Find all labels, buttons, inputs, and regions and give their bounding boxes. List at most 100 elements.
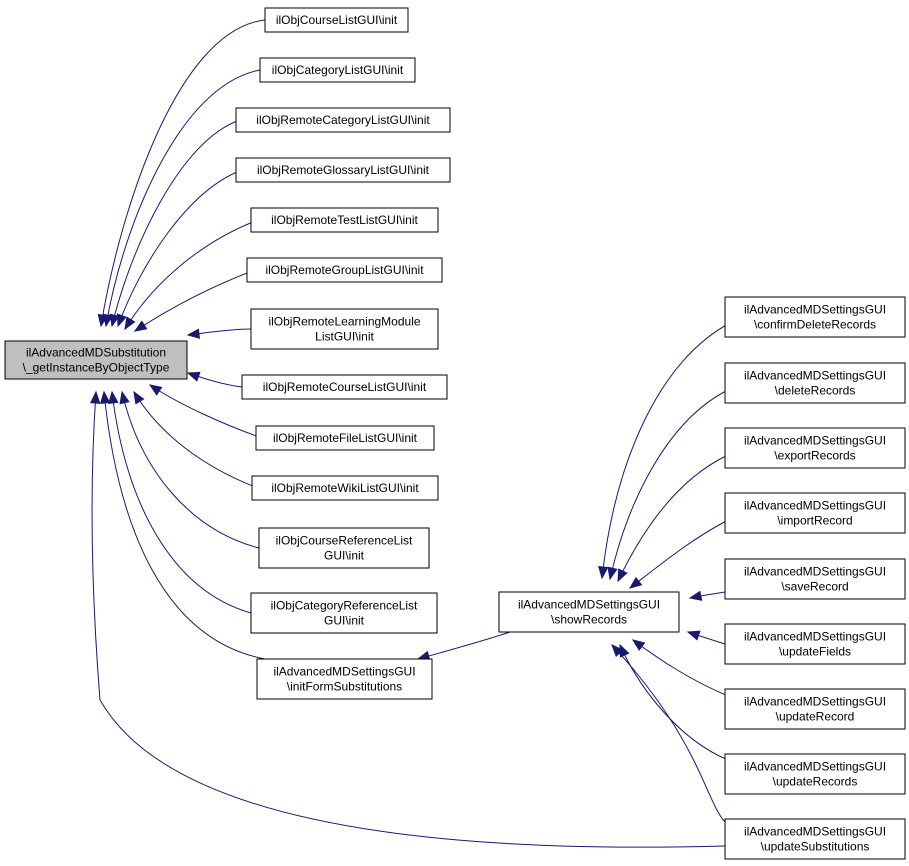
node-label-line: ilObjCategoryListGUI\init — [272, 63, 404, 77]
node-box — [250, 308, 439, 350]
node-label-line: \confirmDeleteRecords — [754, 318, 876, 332]
edge-n9-to-root — [148, 384, 263, 439]
edge-n13-to-root — [99, 390, 266, 660]
node-label-line: ilAdvancedMDSettingsGUI — [744, 434, 886, 448]
arrowhead-icon — [133, 390, 145, 405]
node-label-line: \saveRecord — [781, 580, 848, 594]
node-label-line: ilObjRemoteGroupListGUI\init — [265, 263, 424, 277]
edge-line — [133, 391, 259, 489]
root-node[interactable]: ilAdvancedMDSubstitution\_getInstanceByO… — [4, 340, 188, 380]
node-r5[interactable]: ilAdvancedMDSettingsGUI\saveRecord — [724, 558, 906, 600]
edge-n12-to-root — [108, 390, 252, 614]
node-r4[interactable]: ilAdvancedMDSettingsGUI\importRecord — [724, 492, 906, 534]
node-box — [4, 340, 188, 380]
node-box — [250, 207, 439, 233]
edge-line — [117, 169, 243, 327]
node-label-line: \importRecord — [777, 514, 852, 528]
edge-r3-to-show — [617, 454, 729, 583]
edge-n6-to-root — [133, 269, 256, 332]
node-label-line: \updateRecords — [773, 775, 858, 789]
node-label-line: ilObjRemoteCourseListGUI\init — [263, 380, 427, 394]
edge-line — [105, 69, 261, 327]
node-r6[interactable]: ilAdvancedMDSettingsGUI\updateFields — [724, 623, 906, 665]
arrowhead-icon — [116, 313, 127, 328]
edge-n10-to-root — [133, 390, 259, 489]
node-label-line: ilObjRemoteLearningModule — [268, 315, 420, 329]
node-n5[interactable]: ilObjRemoteTestListGUI\init — [250, 207, 439, 233]
node-n1[interactable]: ilObjCourseListGUI\init — [264, 7, 409, 33]
node-r2[interactable]: ilAdvancedMDSettingsGUI\deleteRecords — [724, 362, 906, 404]
node-n6[interactable]: ilObjRemoteGroupListGUI\init — [246, 257, 443, 283]
node-box — [256, 658, 433, 700]
edge-line — [617, 454, 729, 582]
node-r3[interactable]: ilAdvancedMDSettingsGUI\exportRecords — [724, 427, 906, 469]
node-r9[interactable]: ilAdvancedMDSettingsGUI\updateSubstituti… — [724, 818, 906, 860]
node-label-line: ilAdvancedMDSettingsGUI — [744, 825, 886, 839]
edge-n3-to-root — [109, 119, 241, 328]
node-label-line: ListGUI\init — [315, 330, 374, 344]
node-box — [724, 623, 906, 665]
node-n9[interactable]: ilObjRemoteFileListGUI\init — [255, 425, 435, 451]
edge-line — [611, 644, 726, 823]
arrowhead-icon — [686, 630, 701, 641]
node-n2[interactable]: ilObjCategoryListGUI\init — [259, 57, 416, 83]
edge-line — [619, 644, 729, 761]
edge-n4-to-root — [116, 169, 243, 328]
edge-n11-to-root — [119, 390, 260, 549]
edge-n5-to-root — [124, 219, 259, 331]
node-label-line: GUI\init — [324, 614, 365, 628]
node-box — [264, 7, 409, 33]
node-label-line: ilAdvancedMDSettingsGUI — [744, 303, 886, 317]
node-label-line: GUI\init — [324, 549, 365, 563]
node-label-line: ilObjRemoteGlossaryListGUI\init — [257, 163, 430, 177]
edge-line — [632, 639, 729, 697]
node-box — [724, 753, 906, 795]
arrowhead-icon — [89, 390, 101, 404]
node-label-line: ilObjCourseListGUI\init — [276, 13, 398, 27]
node-n10[interactable]: ilObjRemoteWikiListGUI\init — [251, 475, 439, 501]
arrowhead-icon — [611, 644, 624, 658]
node-label-line: ilObjRemoteCategoryListGUI\init — [256, 113, 430, 127]
edge-line — [111, 119, 241, 327]
arrowhead-icon — [688, 590, 703, 601]
node-label-line: ilObjRemoteWikiListGUI\init — [271, 481, 419, 495]
node-box — [724, 362, 906, 404]
node-n3[interactable]: ilObjRemoteCategoryListGUI\init — [235, 107, 451, 133]
node-show[interactable]: ilAdvancedMDSettingsGUI\showRecords — [498, 591, 680, 633]
node-label-line: ilAdvancedMDSettingsGUI — [518, 598, 660, 612]
arrowhead-icon — [133, 320, 148, 332]
node-label-line: \updateFields — [779, 645, 851, 659]
node-label-line: ilAdvancedMDSettingsGUI — [744, 369, 886, 383]
node-box — [724, 558, 906, 600]
arrowhead-icon — [631, 639, 646, 652]
node-r8[interactable]: ilAdvancedMDSettingsGUI\updateRecords — [724, 753, 906, 795]
arrowhead-icon — [124, 316, 136, 331]
node-label-line: ilAdvancedMDSubstitution — [26, 346, 166, 360]
edge-r1-to-show — [598, 322, 731, 580]
arrowhead-icon — [598, 565, 609, 580]
node-box — [724, 296, 906, 338]
node-label-line: \updateSubstitutions — [761, 840, 870, 854]
node-box — [250, 592, 438, 634]
arrowhead-icon — [99, 390, 111, 404]
arrowhead-icon — [102, 313, 114, 328]
node-box — [251, 475, 439, 501]
arrowhead-icon — [186, 371, 201, 382]
node-n13[interactable]: ilAdvancedMDSettingsGUI\initFormSubstitu… — [256, 658, 433, 700]
node-n4[interactable]: ilObjRemoteGlossaryListGUI\init — [235, 157, 451, 183]
arrowhead-icon — [109, 313, 120, 328]
node-r7[interactable]: ilAdvancedMDSettingsGUI\updateRecord — [724, 688, 906, 730]
node-label-line: \initFormSubstitutions — [287, 680, 402, 694]
node-r1[interactable]: ilAdvancedMDSettingsGUI\confirmDeleteRec… — [724, 296, 906, 338]
node-label-line: ilObjCourseReferenceList — [276, 534, 413, 548]
node-box — [724, 688, 906, 730]
node-n8[interactable]: ilObjRemoteCourseListGUI\init — [241, 374, 448, 400]
node-box — [235, 107, 451, 133]
edges-layer — [89, 19, 731, 848]
node-label-line: ilObjCategoryReferenceList — [271, 599, 418, 613]
arrowhead-icon — [108, 390, 119, 405]
edge-line — [601, 322, 731, 579]
